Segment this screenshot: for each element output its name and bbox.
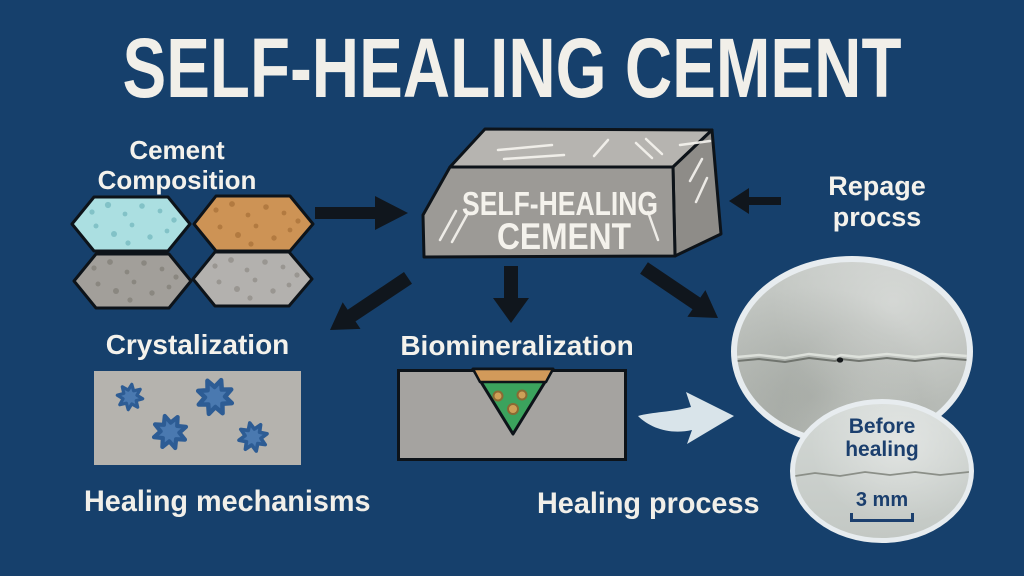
crack-line-small: [795, 471, 969, 477]
repair-process-label: Repage procss: [797, 171, 957, 233]
cement-composition-label: Cement Composition: [70, 135, 284, 196]
block-label-line1: SELF-HEALING: [462, 185, 658, 222]
cement-composition-line1: Cement: [129, 135, 225, 165]
arrow-down-left-icon: [330, 272, 412, 330]
healing-process-caption: Healing process: [537, 487, 760, 520]
scale-label: 3 mm: [855, 489, 909, 511]
gray-speckles: [91, 259, 179, 303]
orange-speckles: [213, 201, 301, 247]
healing-mechanisms-caption: Healing mechanisms: [84, 485, 371, 518]
wedge-top-band: [471, 367, 555, 384]
before-healing-line1: Before: [848, 415, 916, 438]
block-label-line2: CEMENT: [497, 216, 631, 257]
block-scratch-marks: [438, 137, 712, 244]
cyan-speckles: [89, 201, 177, 246]
scale-bar: [850, 513, 914, 522]
cement-composition-hexagons: [70, 194, 315, 310]
before-healing-label: Before healing: [795, 415, 969, 461]
crystal-splat-icon: [113, 380, 147, 414]
arrow-right-icon: [315, 196, 408, 230]
crack-line-large: [737, 352, 967, 364]
before-healing-line2: healing: [845, 438, 919, 462]
repair-process-line2: procss: [832, 202, 922, 233]
repair-process-line1: Repage: [828, 171, 926, 201]
crystal-splats: [113, 371, 275, 459]
crystal-splat-icon: [192, 374, 238, 420]
page-title: SELF-HEALING CEMENT: [122, 21, 902, 115]
biomineral-wedge: [471, 367, 555, 436]
arrow-down-icon: [493, 266, 529, 323]
cement-block-illustration: SELF-HEALING CEMENT: [421, 127, 723, 259]
curved-arrow-icon: [638, 392, 734, 444]
before-healing-circle: Before healing 3 mm: [790, 399, 974, 543]
crystal-splat-icon: [149, 411, 191, 453]
crystallization-label: Crystalization: [105, 329, 290, 360]
block-front-face: [421, 165, 677, 259]
lightgray-speckles: [212, 257, 300, 301]
biomineralization-label: Biomineralization: [400, 330, 634, 361]
crack-micrograph-circle: [731, 256, 973, 447]
aggregate-orange-hexagon-icon: [192, 194, 315, 253]
arrow-down-right-icon: [640, 262, 718, 318]
cement-composition-line2: Composition: [97, 164, 257, 195]
arrow-left-icon: [729, 188, 781, 214]
crystal-splat-icon: [231, 415, 275, 459]
crystallization-panel: [94, 371, 301, 465]
scale-indicator: 3 mm: [850, 490, 914, 522]
block-top-face: [448, 127, 714, 169]
bacteria-dots: [492, 389, 528, 415]
crack-void: [836, 357, 844, 363]
